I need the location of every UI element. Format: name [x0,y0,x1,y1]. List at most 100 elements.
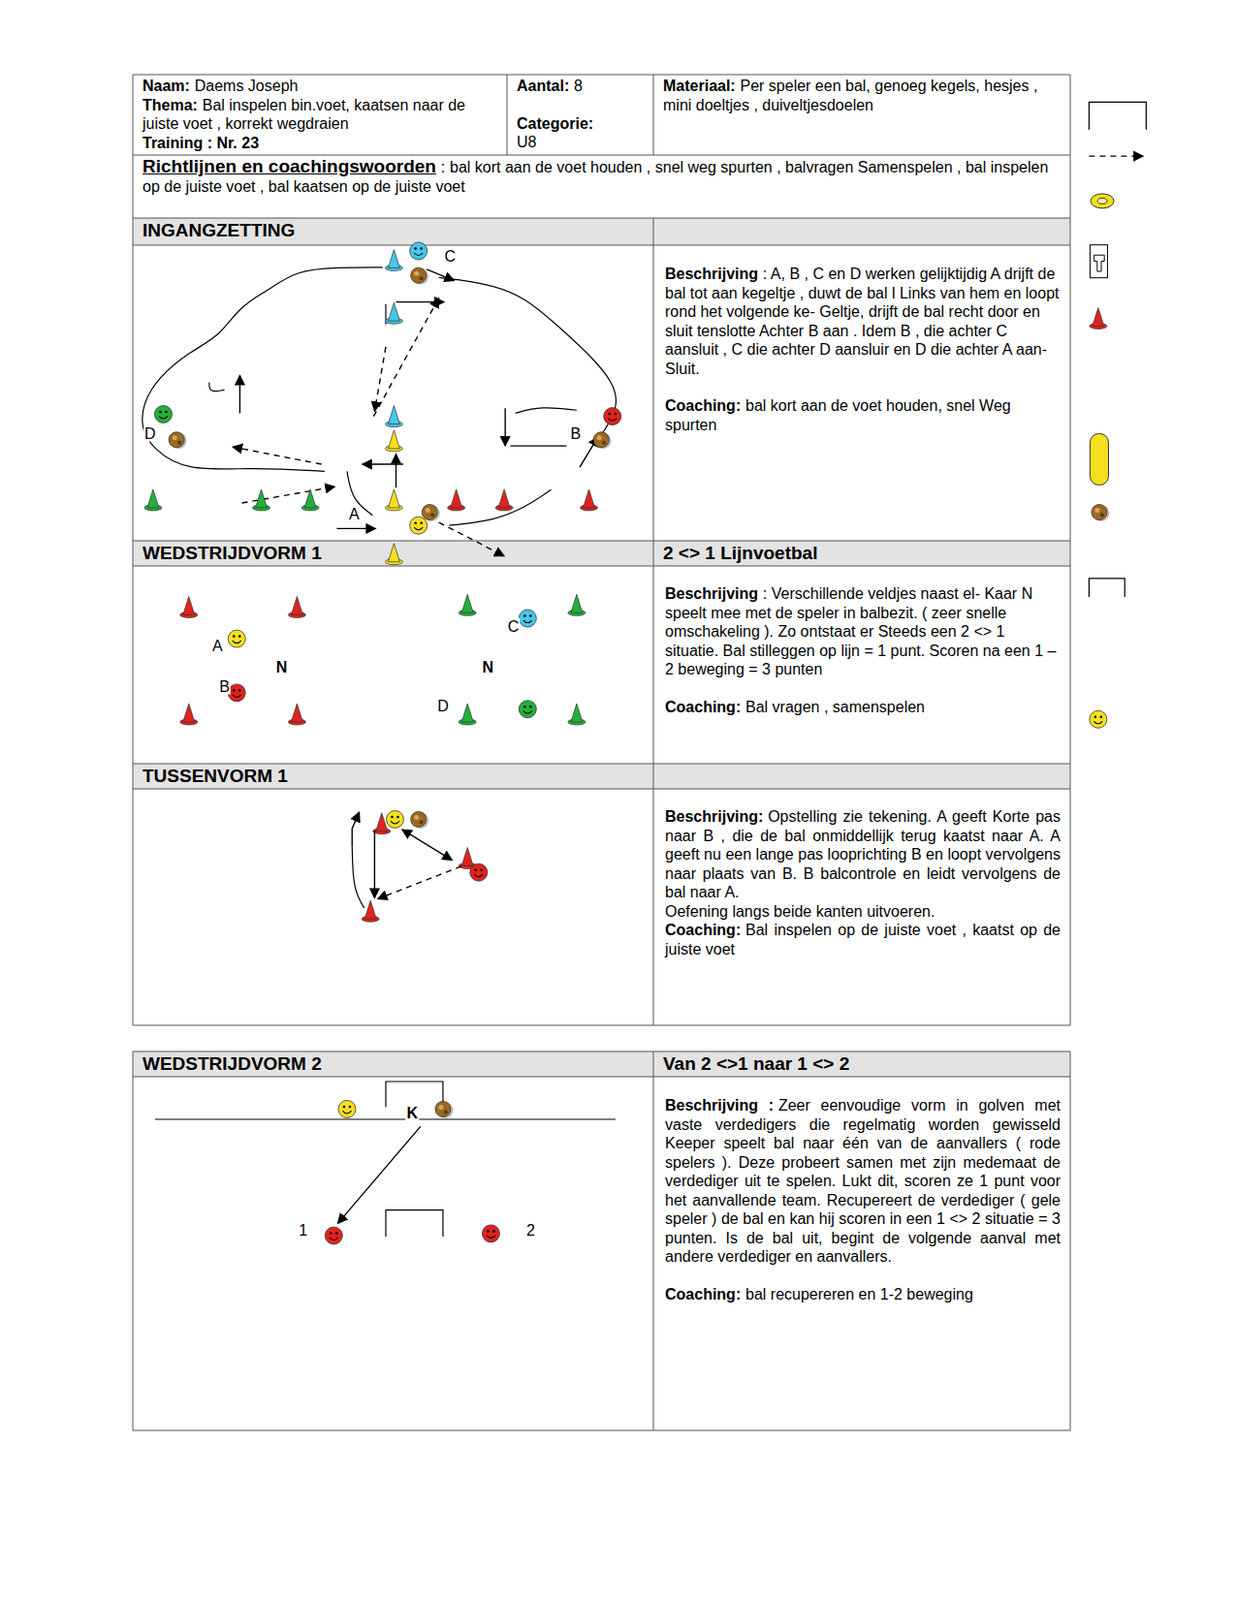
section-header: INGANGZETTING [132,218,654,246]
field-label: Naam: [142,77,191,95]
player-letter: D [143,425,158,443]
pass-arrow [242,486,336,504]
body-text: Daems Joseph [194,77,299,95]
dribble-route [142,267,383,473]
ball-icon [435,1101,454,1119]
field-label: Training : Nr. 23 [142,134,259,152]
player-icon [481,1225,500,1243]
table-line [507,74,508,156]
table-line [653,218,655,1026]
post-symbol [1094,254,1106,272]
run-arrow [374,830,376,898]
cone-marker [458,703,476,726]
body-text: 8 [573,77,583,95]
post-symbol [1089,245,1108,279]
run-arrow [426,269,454,282]
pole-symbol [1089,433,1109,485]
field-line [155,1118,616,1120]
pass-arrow [374,347,386,412]
run-arrow [362,463,404,465]
text-paragraph: U8 [516,132,644,153]
player-letter: N [480,658,495,675]
text-paragraph: Beschrijving :Zeer eenvoudige vorm in go… [665,1096,1061,1268]
ball-icon [411,811,430,829]
table-line [132,245,1071,247]
field-label: Coaching: [665,698,741,716]
cone-marker [361,900,380,922]
table-line [1070,74,1072,1026]
player-letter: A [348,505,361,522]
run-arrow [336,528,376,530]
cone-marker [384,489,403,511]
text-paragraph: Thema:Bal inspelen bin.voet, kaatsen naa… [142,95,498,134]
pass-symbol [1088,155,1143,157]
description-cell: Beschrijving: A, B , C en D werken gelij… [653,245,1071,541]
header-band [132,763,1071,790]
goal-frame [385,1210,444,1237]
player-letter: B [218,677,231,695]
table-line [132,1077,1071,1078]
cone-marker [287,703,306,726]
table-line [132,74,134,1026]
header-band [132,218,1071,246]
description-cell: Beschrijving :Zeer eenvoudige vorm in go… [653,1077,1071,1431]
cone-marker [180,703,198,726]
player-icon [518,609,537,628]
table-line [132,1025,1071,1027]
field-label: Materiaal: [663,77,736,95]
table-line [132,763,1071,765]
run-arrow [504,408,506,446]
text-paragraph: Richtlijnen en coachingswoorden:bal kort… [142,157,1061,196]
text-paragraph: Naam:Daems Joseph [142,76,498,96]
player-icon [410,516,428,535]
cone-marker [384,543,403,566]
cone-marker [579,489,598,511]
field-label: Beschrijving : [665,1097,774,1114]
section-header: WEDSTRIJDVORM 1 [132,540,654,567]
player-letter: 1 [297,1221,309,1238]
text-paragraph: Coaching:Bal inspelen op de juiste voet … [665,920,1061,959]
player-letter: N [275,658,289,675]
body-text: U8 [516,133,537,151]
field-label: 2 <> 1 Lijnvoetbal [663,542,818,564]
cone-marker [384,302,403,324]
field-label: Coaching: [665,921,741,939]
table-grid [132,74,1071,1431]
text-paragraph: Oefening langs beide kanten uitvoeren. [665,902,1061,922]
player-icon [470,863,488,882]
ball-icon [421,505,441,523]
text-paragraph: Aantal:8 [516,76,644,96]
field-label: Beschrijving [665,585,759,603]
section-header: Van 2 <>1 naar 1 <> 2 [653,1051,1071,1078]
header-cell: Aantal:8Categorie:U8 [507,74,654,156]
table-line [132,218,1071,220]
header-band [132,540,1071,567]
body-text: Bal vragen , samenspelen [745,698,925,716]
symbol-strip [1088,101,1146,598]
table-line [1070,1051,1072,1431]
header-cell: Naam:Daems JosephThema:Bal inspelen bin.… [132,74,508,156]
player-icon [338,1100,356,1118]
pass-arrow [439,522,505,557]
cone-marker [384,406,403,428]
player-letter: C [443,248,458,265]
run-arrow [395,454,397,489]
guidelines-cell: Richtlijnen en coachingswoorden:bal kort… [132,155,1071,219]
text-paragraph: Categorie: [516,114,644,134]
cone-marker [180,596,198,618]
table-line [132,1430,1071,1432]
run-arrow [239,375,241,413]
field-label: Van 2 <>1 naar 1 <> 2 [663,1053,850,1075]
text-paragraph: Materiaal:Per speler een bal, genoeg keg… [663,76,1061,115]
ball-icon [1091,505,1110,523]
ball-icon [593,432,612,450]
table-line [653,74,655,156]
header-cell: Materiaal:Per speler een bal, genoeg keg… [653,74,1071,156]
field-label: Categorie: [516,115,594,132]
dribble-route [209,382,225,392]
cone-marker [253,489,271,511]
cone-marker [144,489,162,511]
goal-symbol [1088,101,1146,129]
field-label: TUSSENVORM 1 [142,765,288,787]
player-letter: C [507,618,521,635]
